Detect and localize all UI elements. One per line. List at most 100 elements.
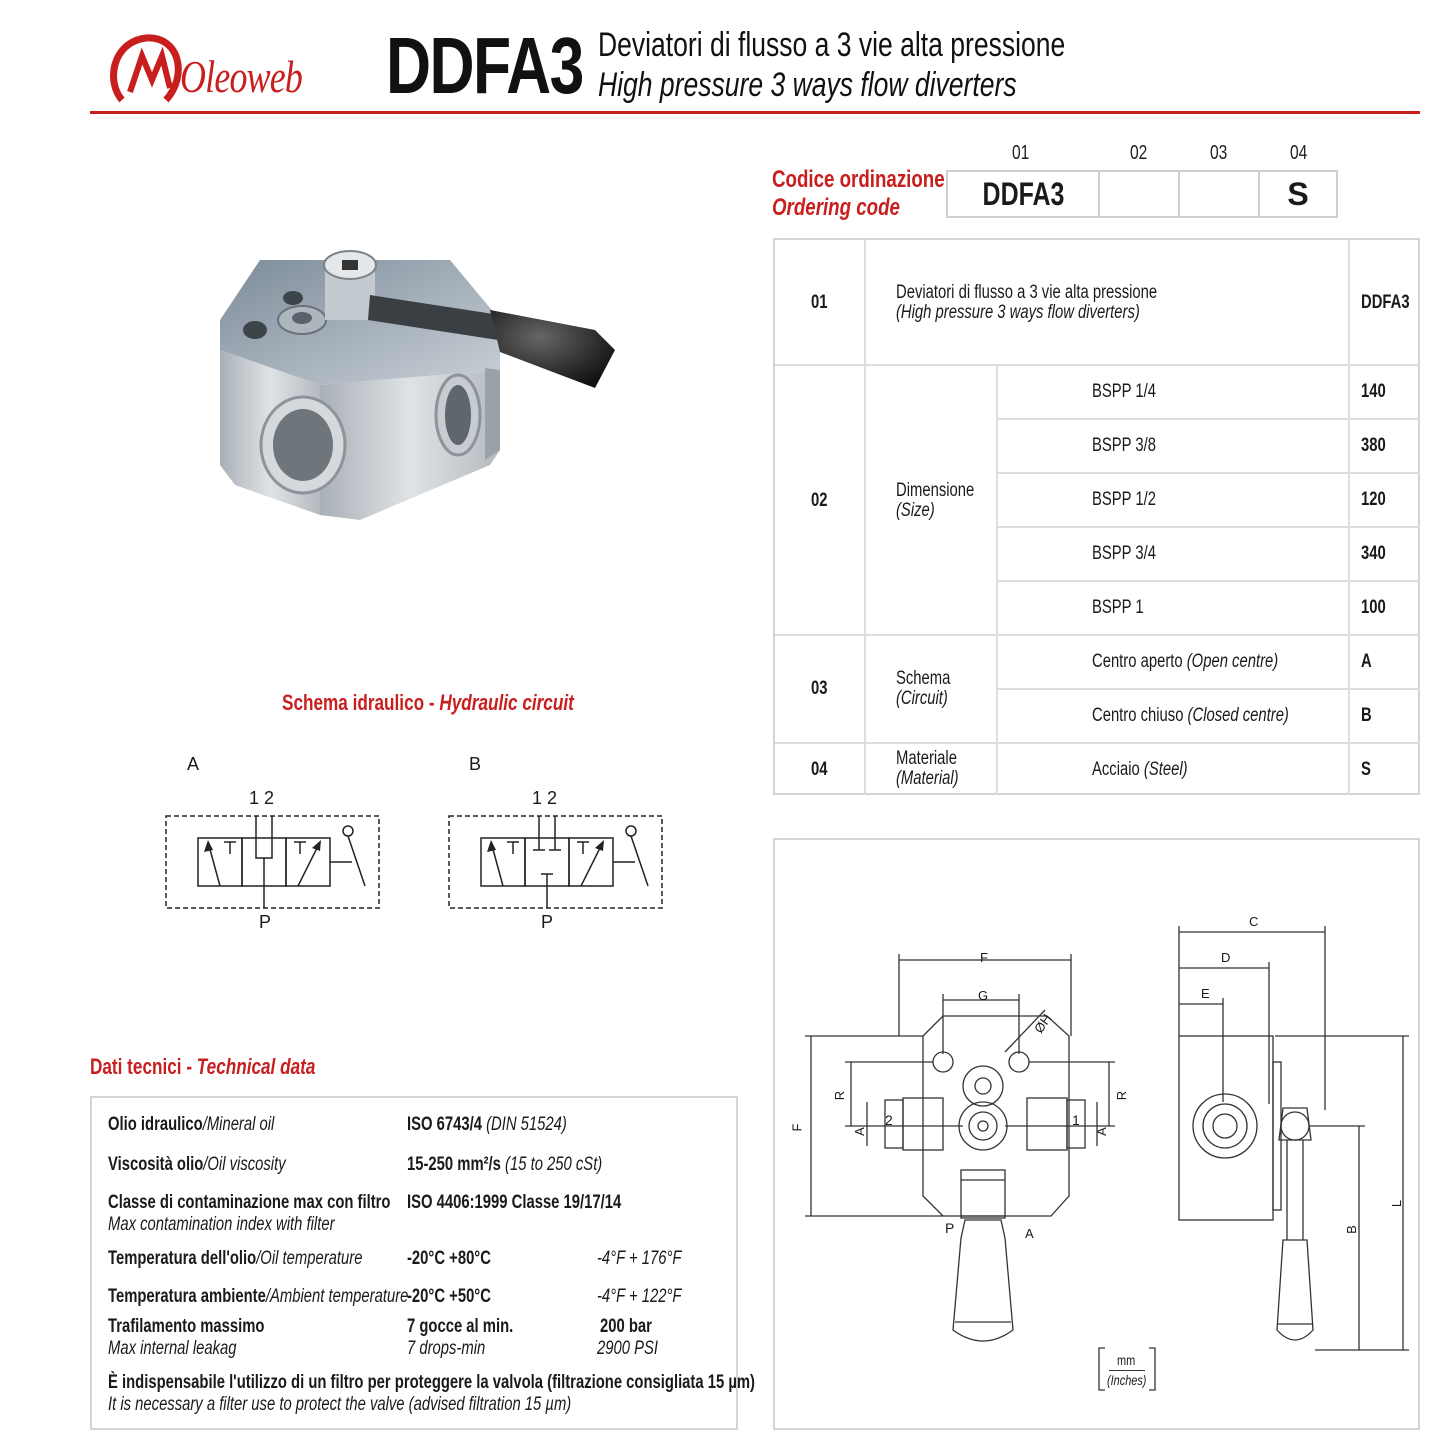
size-option: BSPP 3/8 [1092, 435, 1156, 456]
scheme-b-label: B [469, 754, 482, 774]
tech-value-2: 200 bar [600, 1316, 652, 1337]
code-box-02 [1098, 170, 1180, 218]
row-02-num: 02 [811, 490, 828, 511]
material-code: S [1361, 759, 1371, 780]
row-01-code: DDFA3 [1361, 292, 1410, 313]
row-04-label: Materiale [896, 748, 957, 769]
scheme-b-ports: 1 2 [532, 788, 558, 808]
size-code: 380 [1361, 435, 1386, 456]
row-03-label-en: (Circuit) [896, 688, 948, 709]
dim-label-c: C [1249, 914, 1259, 929]
tech-label-alt: /Ambient temperature [265, 1286, 409, 1307]
subtitle-english: High pressure 3 ways flow diverters [598, 66, 1017, 104]
size-option: BSPP 1 [1092, 597, 1144, 618]
tech-label-alt: /Mineral oil [202, 1114, 275, 1135]
tech-label: Classe di contaminazione max con filtro [108, 1192, 391, 1213]
scheme-b: B 1 2 P [443, 750, 673, 940]
ordering-code-label: Codice ordinazione [772, 166, 945, 193]
dim-label-g: G [978, 988, 989, 1003]
tech-label-alt: /Oil temperature [256, 1248, 363, 1269]
valve-render-icon [220, 250, 615, 520]
code-box-01: DDFA3 [946, 170, 1100, 218]
technical-title-en: Technical data [196, 1054, 316, 1079]
filter-note-en: It is necessary a filter use to protect … [108, 1394, 572, 1415]
circuit-option-closed-it: Centro chiuso [1092, 705, 1188, 726]
size-option: BSPP 1/2 [1092, 489, 1156, 510]
tech-value: 15-250 mm²/s [407, 1154, 506, 1175]
dim-label-b: B [1343, 1225, 1359, 1234]
tech-value-2-alt: 2900 PSI [597, 1338, 658, 1359]
row-03-num: 03 [811, 678, 828, 699]
product-render [200, 240, 640, 540]
code-value-04: S [1287, 175, 1309, 212]
oleoweb-logo-icon [110, 34, 182, 103]
tech-value-alt: -4°F + 122°F [597, 1286, 682, 1307]
dim-label-f: F [980, 950, 988, 965]
row-04-label-en: (Material) [896, 768, 959, 789]
tech-label-alt: /Oil viscosity [203, 1154, 286, 1175]
unit-mm: mm [1117, 1352, 1136, 1368]
size-code: 100 [1361, 597, 1386, 618]
circuit-option-open-en: (Open centre) [1186, 651, 1279, 672]
circuit-option-closed-en: (Closed centre) [1187, 705, 1289, 726]
tech-row-value: ISO 6743/4 (DIN 51524) [407, 1114, 567, 1136]
tech-value: -20°C +50°C [407, 1286, 491, 1307]
tech-label: Viscosità olio [108, 1154, 204, 1175]
technical-data-box: Olio idraulico/Mineral oil ISO 6743/4 (D… [90, 1096, 755, 1430]
tech-label-alt: Max contamination index with filter [108, 1214, 335, 1235]
row-02-label: Dimensione [896, 480, 975, 501]
product-code-title: DDFA3 [386, 21, 584, 110]
dim-label-port-1: 1 [1072, 1112, 1080, 1128]
scheme-a-symbol-icon [165, 815, 380, 909]
dimension-drawing-box: F G ØH R A 2 1 P A F R A C D E B L mm (I… [773, 838, 1420, 1430]
dim-label-a-right: A [1093, 1127, 1109, 1136]
tech-value: ISO 4406:1999 Classe 19/17/14 [407, 1192, 622, 1213]
scheme-a-ports: 1 2 [249, 788, 275, 808]
position-01: 01 [1012, 142, 1030, 164]
position-02: 02 [1130, 142, 1148, 164]
hydraulic-title-it: Schema idraulico - [282, 690, 440, 715]
dim-label-a-bottom: A [1025, 1226, 1034, 1241]
circuit-option-closed: Centro chiuso (Closed centre) [1092, 705, 1289, 727]
row-01-desc-en: (High pressure 3 ways flow diverters) [896, 302, 1140, 323]
size-code: 140 [1361, 381, 1386, 402]
dim-label-e: E [1201, 986, 1210, 1001]
tech-value-alt: -4°F + 176°F [597, 1248, 682, 1269]
dim-label-p: P [945, 1220, 955, 1236]
circuit-code-open: A [1361, 651, 1372, 672]
dimension-drawing-icon [805, 926, 1409, 1391]
scheme-a: A 1 2 P [160, 750, 390, 940]
material-option: Acciaio (Steel) [1092, 759, 1188, 781]
circuit-code-closed: B [1361, 705, 1372, 726]
header-divider [90, 111, 1420, 114]
tech-row-value: 15-250 mm²/s (15 to 250 cSt) [407, 1154, 602, 1176]
row-02-label-en: (Size) [896, 500, 935, 521]
size-option: BSPP 3/4 [1092, 543, 1156, 564]
tech-label: Olio idraulico [108, 1114, 203, 1135]
circuit-option-open-it: Centro aperto [1092, 651, 1187, 672]
filter-note: È indispensabile l'utilizzo di un filtro… [108, 1372, 755, 1393]
tech-value: -20°C +80°C [407, 1248, 491, 1269]
hydraulic-title-en: Hydraulic circuit [439, 690, 574, 715]
unit-inches: (Inches) [1107, 1372, 1147, 1388]
subtitle-italian: Deviatori di flusso a 3 vie alta pressio… [598, 26, 1066, 64]
tech-row-label: Temperatura ambiente/Ambient temperature [108, 1286, 408, 1308]
dim-label-a-left: A [851, 1127, 867, 1136]
code-value-01: DDFA3 [982, 175, 1064, 212]
tech-row-label: Temperatura dell'olio/Oil temperature [108, 1248, 362, 1270]
code-box-03 [1178, 170, 1260, 218]
row-01-num: 01 [811, 292, 828, 313]
tech-value-alt: (15 to 250 cSt) [505, 1154, 603, 1175]
dim-label-d: D [1221, 950, 1231, 965]
dim-label-port-2: 2 [885, 1112, 893, 1128]
scheme-b-symbol-icon [448, 815, 663, 909]
tech-label-alt: Max internal leakag [108, 1338, 237, 1359]
order-table: 01 Deviatori di flusso a 3 vie alta pres… [773, 238, 1420, 795]
scheme-b-pressure: P [541, 912, 554, 932]
size-code: 340 [1361, 543, 1386, 564]
tech-row-label: Viscosità olio/Oil viscosity [108, 1154, 286, 1176]
size-option: BSPP 1/4 [1092, 381, 1156, 402]
row-04-num: 04 [811, 759, 828, 780]
brand-name: Oleoweb [180, 51, 303, 102]
dim-label-r-right: R [1114, 1090, 1130, 1101]
